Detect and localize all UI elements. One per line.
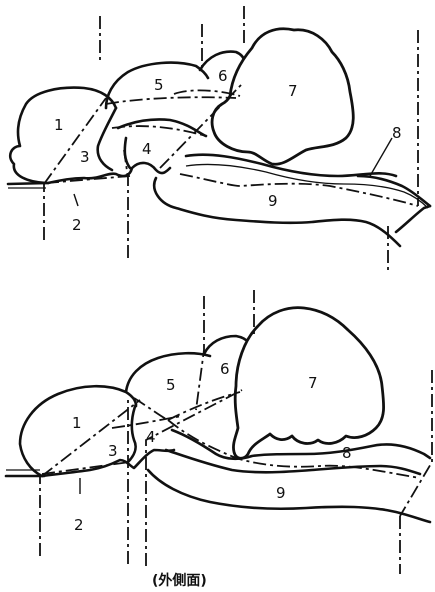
top-label-4: 4	[142, 140, 152, 158]
top-label-3: 3	[80, 148, 90, 166]
bottom-label-6: 6	[220, 360, 230, 378]
top-label-5: 5	[154, 76, 164, 94]
top-label-2: 2	[72, 216, 82, 234]
bottom-label-2: 2	[74, 516, 84, 534]
top-diagram: 1 2 3 4 5 6 7 8 9	[8, 6, 430, 272]
top-label-7: 7	[288, 82, 298, 100]
bottom-label-5: 5	[166, 376, 176, 394]
top-label-8: 8	[392, 124, 402, 142]
top-label-6: 6	[218, 67, 228, 85]
top-region-1-outline	[10, 88, 116, 183]
bottom-label-4: 4	[146, 428, 156, 446]
bottom-diagram: 1 2 3 4 5 6 7 8 9	[6, 290, 432, 574]
bottom-region-9-outline	[148, 470, 430, 522]
top-region-7-outline	[212, 29, 353, 164]
bottom-label-8: 8	[342, 444, 352, 462]
top-label-9: 9	[268, 192, 278, 210]
top-region-9-outline	[154, 178, 400, 246]
bottom-label-9: 9	[276, 484, 286, 502]
bottom-label-3: 3	[108, 442, 118, 460]
top-label-1: 1	[54, 116, 64, 134]
bottom-label-1: 1	[72, 414, 82, 432]
bottom-label-7: 7	[308, 374, 318, 392]
figure-caption: (外側面)	[152, 572, 207, 589]
